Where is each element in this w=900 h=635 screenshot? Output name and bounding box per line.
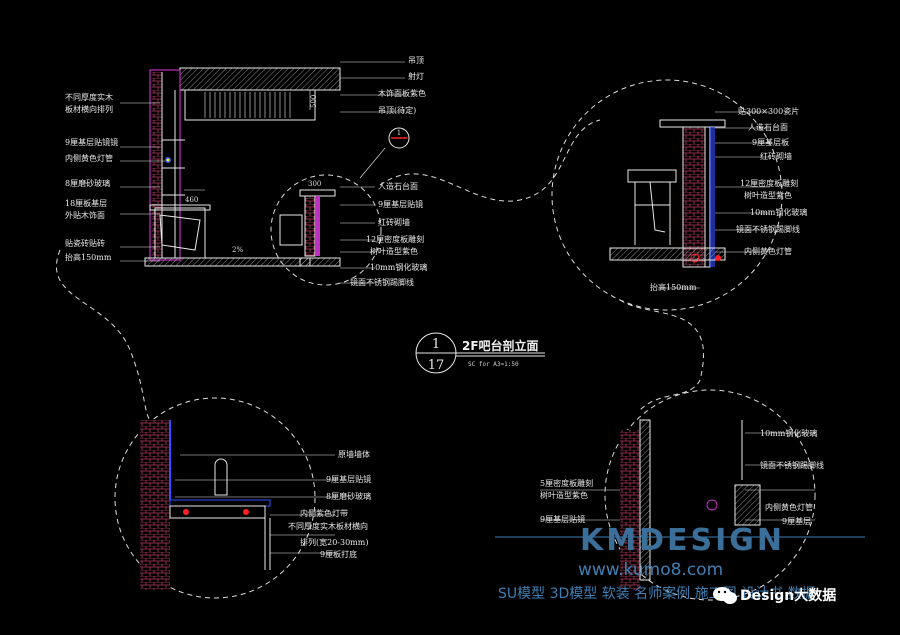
label: 吊顶(待定)	[378, 105, 416, 115]
watermark: KMDESIGN www.kumo8.com SU模型 3D模型 软装 名师案例…	[495, 523, 865, 604]
label: 内侧黄色灯管	[65, 153, 113, 163]
label: 不同厚度实木板材横向	[288, 521, 368, 531]
label: 镜面不锈钢踢脚线	[350, 277, 414, 287]
detail-1-labels: 人造石台面 9厘基层贴镜 红砖砌墙 12厘密度板雕刻 树叶造型紫色 10mm钢化…	[350, 181, 427, 287]
watermark-logo: KMDESIGN	[580, 523, 785, 558]
label: 吊顶	[408, 56, 424, 65]
label: 射灯	[408, 71, 424, 81]
label: 树叶造型紫色	[370, 246, 418, 256]
detail-1-leaders	[340, 186, 375, 284]
detail-4-labels: 10mm钢化玻璃 镜面不锈钢踢脚线 内侧黄色灯管 9厘基层 5厘密度板雕刻 树叶…	[540, 428, 824, 526]
title-number-bottom: 17	[428, 358, 445, 373]
label: 内侧黄色灯管	[765, 502, 813, 512]
label: 人造石台面	[378, 181, 418, 191]
detail-2-labels: 贴300×300瓷片 人造石台面 9厘基层板 红砖砌墙 12厘密度板雕刻 树叶造…	[650, 106, 807, 292]
main-leaders	[120, 61, 405, 262]
label: 不同厚度实木	[65, 92, 113, 102]
label: 木饰面板紫色	[378, 88, 426, 98]
main-right-labels: 吊顶 射灯 木饰面板紫色 吊顶(待定)	[378, 56, 426, 115]
label: 抬高150mm	[65, 252, 112, 262]
label: 9厘基层贴镜	[378, 199, 423, 209]
label: 红砖砌墙	[760, 151, 792, 161]
label: 18厘板基层	[65, 198, 107, 208]
title-block: 1 17 2F吧台剖立面 SC for A3=1:50 1	[397, 129, 545, 374]
dim-label: 300	[308, 180, 321, 188]
label: 外贴木饰面	[65, 210, 105, 220]
label: 9厘基层贴镜镜	[65, 137, 118, 147]
dim-label: 460	[185, 196, 198, 204]
label: 原墙墙体	[338, 449, 370, 459]
label: 8厘磨砂玻璃	[65, 178, 110, 188]
main-elevation	[144, 67, 410, 267]
label: 10mm钢化玻璃	[370, 262, 427, 272]
label: 镜面不锈钢踢脚线	[760, 460, 824, 470]
drawing-title: 2F吧台剖立面	[462, 338, 539, 353]
label: 树叶造型紫色	[540, 490, 588, 500]
label: 9厘基层贴镜	[540, 514, 585, 524]
label: 10mm钢化玻璃	[760, 428, 817, 438]
wechat-icon	[713, 587, 737, 604]
label: 12厘密度板雕刻	[740, 178, 798, 188]
detail-2-leaders	[660, 111, 770, 289]
detail-3-leaders	[175, 454, 335, 554]
label: 9厘基层贴镜	[326, 474, 371, 484]
label: 8厘磨砂玻璃	[326, 491, 371, 501]
label: 5厘密度板雕刻	[540, 478, 593, 488]
dim-label: 2%	[232, 246, 243, 254]
label: 9厘基层板	[752, 137, 789, 147]
dimension-labels: 300 500 460 2%	[185, 95, 321, 254]
main-left-labels: 不同厚度实木 板材横向排列 9厘基层贴镜镜 内侧黄色灯管 8厘磨砂玻璃 18厘板…	[65, 92, 118, 262]
detail-3-labels: 原墙墙体 9厘基层贴镜 8厘磨砂玻璃 内侧紫色灯带 不同厚度实木板材横向 排列(…	[288, 449, 371, 559]
label: 人造石台面	[748, 122, 788, 132]
callout-number: 1	[397, 129, 401, 137]
label: 抬高150mm	[650, 282, 697, 292]
label: 9厘基层	[782, 516, 811, 526]
label: 内侧黄色灯管	[744, 246, 792, 256]
label: 树叶造型紫色	[744, 190, 792, 200]
detail-1	[279, 189, 341, 267]
title-number-top: 1	[432, 337, 440, 352]
label: 板材横向排列	[65, 104, 113, 114]
label: 贴瓷砖贴砖	[65, 238, 105, 248]
detail-2	[609, 119, 726, 268]
watermark-brand: Design大数据	[740, 587, 836, 604]
label: 贴300×300瓷片	[738, 106, 799, 116]
label: 红砖砌墙	[378, 217, 410, 227]
drawing-scale: SC for A3=1:50	[468, 361, 519, 368]
label: 9厘板打底	[320, 549, 357, 559]
dim-label: 500	[310, 95, 318, 108]
detail-3	[140, 420, 271, 590]
label: 镜面不锈钢踢脚线	[736, 224, 800, 234]
watermark-url: www.kumo8.com	[578, 560, 723, 580]
detail-4	[620, 419, 761, 590]
label: 12厘密度板雕刻	[366, 234, 424, 244]
detail-bubble-outline	[56, 79, 816, 601]
detail-4-leaders	[540, 432, 815, 521]
label: 内侧紫色灯带	[300, 508, 348, 518]
label: 排列(宽20-30mm)	[300, 537, 368, 547]
label: 10mm钢化玻璃	[750, 207, 807, 217]
